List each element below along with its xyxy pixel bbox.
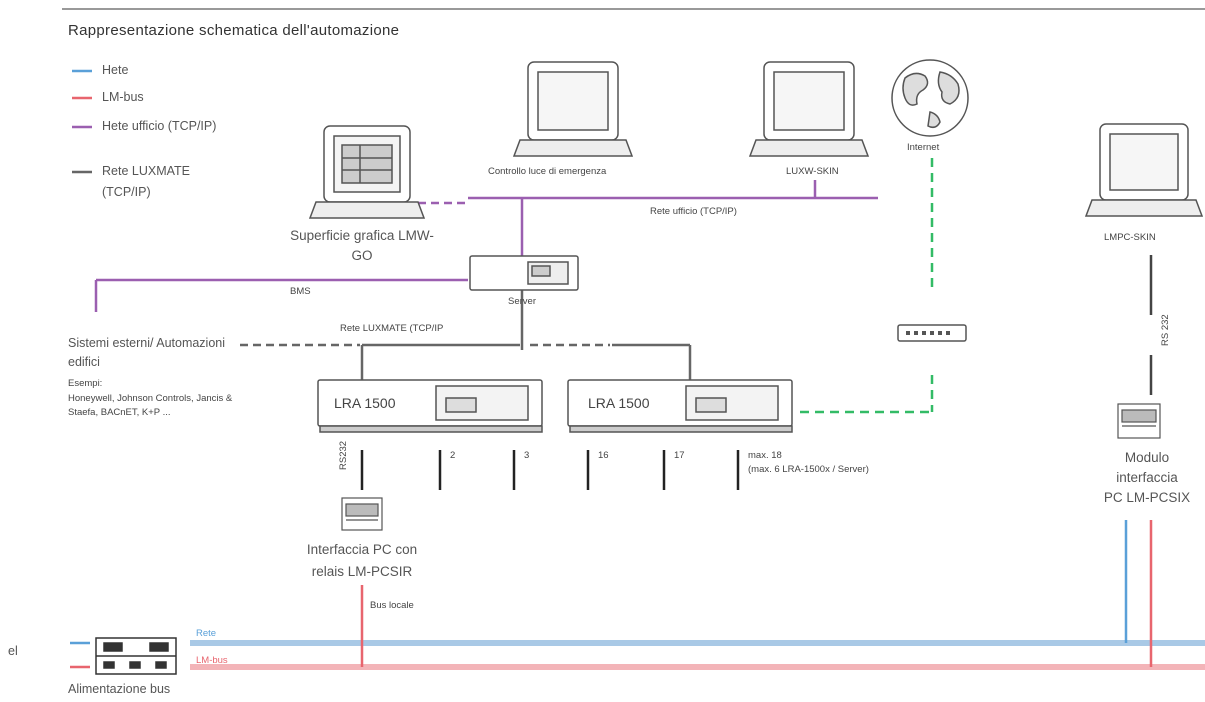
edge-label: el [8, 644, 18, 658]
lra-2-label: LRA 1500 [588, 395, 650, 411]
lmpc-label: LMPC-SKIN [1104, 232, 1156, 243]
pcsix-label-line1: Modulo [1124, 450, 1170, 465]
examples-title: Esempi: [68, 378, 103, 389]
internet-label: Internet [907, 142, 940, 153]
bus-lm-label: LM-bus [196, 655, 228, 666]
legend-label-luxmate: Rete LUXMATE (TCP/IP) [102, 164, 190, 199]
bus-rete-label: Rete [196, 628, 217, 639]
port-label-16: 16 [598, 450, 609, 461]
legend-label-office: Hete ufficio (TCP/IP) [102, 119, 217, 133]
pcsir-module-icon [341, 497, 383, 531]
power-supply-icon [95, 637, 177, 675]
lra-1-label: LRA 1500 [334, 395, 396, 411]
pcsir-label-line1: Interfaccia PC con [306, 542, 418, 557]
port-lines [360, 450, 740, 490]
luxmate-network-lines [240, 290, 692, 380]
examples-text: Honeywell, Johnson Controls, Jancis & St… [68, 393, 233, 418]
computer-emergency-icon [512, 61, 634, 157]
diagram-title: Rappresentazione schematica dell'automaz… [68, 22, 400, 39]
external-systems-label: Sistemi esterni/ Automazioni edifici [68, 336, 226, 369]
max-label-line1: max. 18 [748, 450, 782, 461]
pcsix-module-icon [1117, 403, 1161, 439]
emergency-label: Controllo luce di emergenza [488, 166, 607, 177]
rs232-right-label: RS 232 [1160, 314, 1171, 346]
computer-gui-icon [308, 125, 426, 219]
computer-luxw-icon [748, 61, 870, 157]
local-bus-label: Bus locale [370, 600, 414, 611]
bms-label: BMS [290, 286, 311, 297]
port-label-3: 3 [524, 450, 530, 461]
rs232-left-label: RS232 [338, 440, 349, 470]
network-switch-icon [897, 324, 967, 342]
port-label-2: 2 [450, 450, 456, 461]
office-network-lines [94, 180, 878, 312]
pcsix-label-line2: interfaccia [1116, 470, 1178, 485]
internet-dashed-lines [800, 158, 934, 414]
bus-lines [70, 520, 1205, 670]
server-icon [469, 255, 579, 291]
port-label-17: 17 [674, 450, 685, 461]
max-label-line2: (max. 6 LRA-1500x / Server) [748, 464, 869, 475]
server-label: Server [508, 296, 536, 307]
internet-globe-icon [891, 59, 969, 137]
pcsir-label-line2: relais LM-PCSIR [311, 564, 413, 579]
luxmate-network-label: Rete LUXMATE (TCP/IP [340, 323, 444, 334]
gui-label: Superficie grafica LMW-GO [290, 228, 434, 263]
luxw-label: LUXW-SKIN [786, 166, 839, 177]
power-supply-label: Alimentazione bus [68, 682, 171, 696]
lra-unit-2 [567, 379, 793, 433]
legend-label-rete: Hete [102, 63, 129, 77]
lra-unit-1 [317, 379, 543, 433]
pcsix-label-line3: PC LM-PCSIX [1103, 490, 1191, 505]
office-network-label: Rete ufficio (TCP/IP) [650, 206, 737, 217]
computer-lmpc-icon [1084, 123, 1204, 217]
legend-label-lmbus: LM-bus [102, 90, 144, 104]
